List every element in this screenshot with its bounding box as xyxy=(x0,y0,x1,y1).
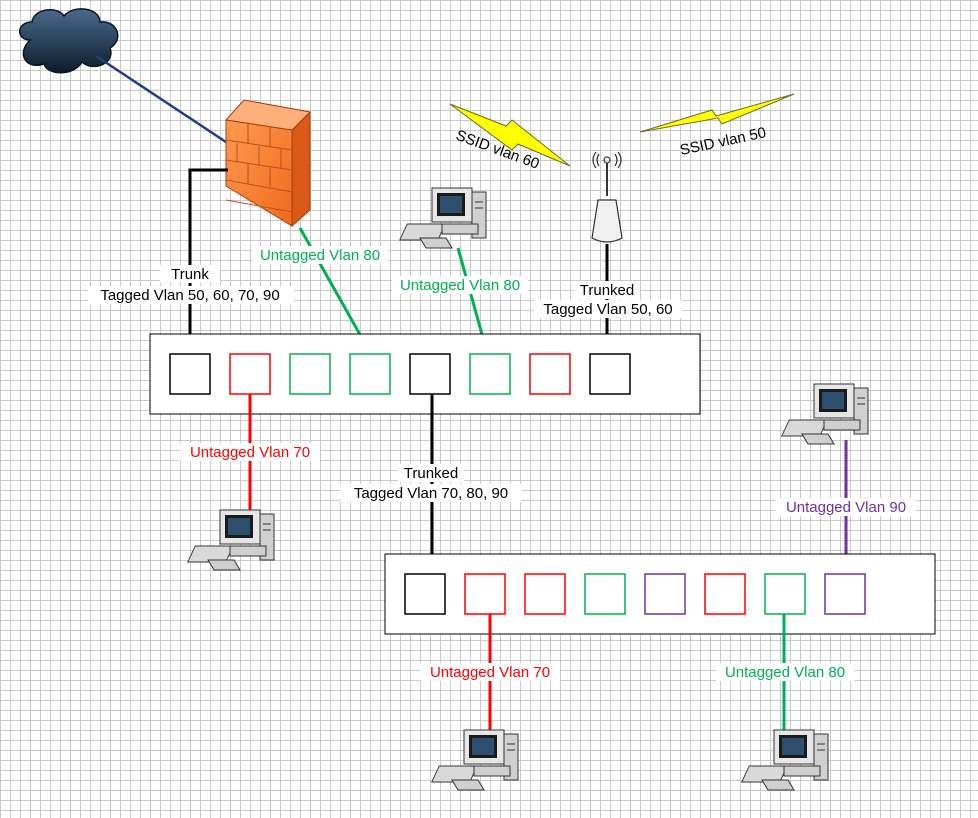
bottom-left-pc-untagged-label: Untagged Vlan 70 xyxy=(430,664,550,681)
ap-trunk-label: Trunked xyxy=(580,282,634,299)
switch-2-port-1 xyxy=(404,573,446,615)
ssid-vlan50-label: SSID vlan 50 xyxy=(678,124,767,159)
desktop-computer-icon xyxy=(187,509,275,571)
trunk-tags-label: Tagged Vlan 50, 60, 70, 90 xyxy=(100,287,279,304)
switch-1-port-4 xyxy=(349,353,391,395)
switch-2-port-7 xyxy=(764,573,806,615)
internet-cloud-icon xyxy=(19,8,119,74)
ap-trunk-tags-label: Tagged Vlan 50, 60 xyxy=(543,301,672,318)
desktop-computer-icon xyxy=(741,729,829,791)
switch-1-port-7 xyxy=(529,353,571,395)
switch-2-port-6 xyxy=(704,573,746,615)
switch-1-port-6 xyxy=(469,353,511,395)
brick-firewall-icon xyxy=(225,99,312,228)
switch-2-port-3 xyxy=(524,573,566,615)
uplink-cable xyxy=(95,54,233,148)
right-pc-untagged-label: Untagged Vlan 90 xyxy=(786,499,906,516)
desktop-computer-icon xyxy=(431,729,519,791)
switch-2-port-8 xyxy=(824,573,866,615)
desktop-computer-icon xyxy=(399,187,487,249)
top-pc-untagged-label: Untagged Vlan 80 xyxy=(400,277,520,294)
trunk-cable-firewall xyxy=(188,168,228,356)
switch-1-ports xyxy=(169,353,631,395)
switch-1-port-8 xyxy=(589,353,631,395)
switch-2-ports xyxy=(404,573,866,615)
switch-1-port-3 xyxy=(289,353,331,395)
wireless-access-point-icon xyxy=(591,151,623,243)
left-pc-untagged-label: Untagged Vlan 70 xyxy=(190,444,310,461)
interswitch-tags-label: Tagged Vlan 70, 80, 90 xyxy=(354,485,508,502)
switch-1-port-2 xyxy=(229,353,271,395)
interswitch-trunk-label: Trunked xyxy=(404,465,458,482)
lightning-signal-icon xyxy=(449,93,795,167)
bottom-right-pc-untagged-label: Untagged Vlan 80 xyxy=(725,664,845,681)
desktop-computer-icon xyxy=(781,383,869,445)
switch-1-port-5 xyxy=(409,353,451,395)
switch-2-port-5 xyxy=(644,573,686,615)
switch-1-port-1 xyxy=(169,353,211,395)
trunk-label: Trunk xyxy=(171,266,209,283)
firewall-untagged-label: Untagged Vlan 80 xyxy=(260,247,380,264)
switch-2-port-4 xyxy=(584,573,626,615)
switch-2-port-2 xyxy=(464,573,506,615)
labels: Trunk Tagged Vlan 50, 60, 70, 90 Untagge… xyxy=(88,124,916,681)
